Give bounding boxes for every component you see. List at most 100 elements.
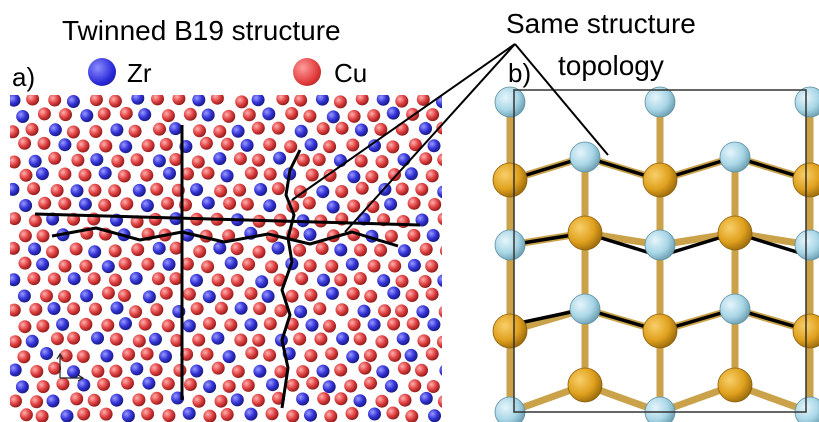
cu-atom bbox=[71, 153, 85, 167]
cu-atom bbox=[449, 140, 462, 153]
zr-atom bbox=[262, 107, 276, 121]
cu-atom bbox=[364, 289, 378, 303]
cu-atom bbox=[58, 290, 71, 303]
cu-atom bbox=[79, 259, 93, 273]
cu-atom bbox=[425, 287, 439, 301]
zr-atom bbox=[56, 317, 70, 331]
cu-atom bbox=[180, 257, 194, 271]
zr-atom bbox=[231, 124, 245, 138]
zr-atom bbox=[336, 332, 350, 346]
zr-atom bbox=[152, 241, 166, 255]
cu-atom bbox=[122, 347, 136, 361]
zr-atom bbox=[142, 376, 156, 390]
cu-atom bbox=[70, 392, 84, 406]
zr-atom bbox=[397, 153, 411, 167]
zr-atom bbox=[354, 123, 368, 137]
cu-atom bbox=[449, 347, 462, 360]
cu-atom bbox=[37, 136, 51, 150]
cu-atom bbox=[347, 199, 361, 213]
cu-atom bbox=[395, 182, 409, 196]
cu-atom bbox=[121, 376, 134, 390]
zr-atom bbox=[251, 95, 265, 107]
zr-atom bbox=[415, 213, 429, 227]
cu-atom bbox=[101, 286, 115, 300]
zr-atom bbox=[201, 108, 215, 122]
zr-atom bbox=[404, 348, 418, 362]
cu-atom bbox=[18, 320, 32, 334]
zr-atom bbox=[376, 95, 390, 106]
cu-atom bbox=[97, 107, 111, 121]
cu-atom bbox=[69, 242, 83, 256]
cu-atom bbox=[140, 168, 154, 182]
cu-atom bbox=[271, 121, 285, 135]
zr-atom bbox=[427, 139, 441, 153]
cu-atom bbox=[305, 168, 319, 182]
cu-atom bbox=[419, 152, 433, 166]
cu-atom bbox=[48, 95, 62, 107]
zr-atom bbox=[192, 95, 206, 107]
zr-atom bbox=[448, 290, 461, 303]
zr-atom bbox=[67, 272, 81, 286]
cu-atom bbox=[346, 287, 360, 301]
zr-atom bbox=[46, 394, 60, 408]
zr-atom bbox=[119, 140, 133, 154]
cu-atom bbox=[170, 334, 184, 347]
gold-atom bbox=[642, 313, 678, 349]
cu-atom bbox=[18, 136, 32, 150]
cu-atom bbox=[67, 302, 81, 316]
cu-atom bbox=[220, 287, 234, 301]
cu-atom bbox=[334, 273, 348, 287]
zr-atom bbox=[294, 124, 308, 138]
gold-atom bbox=[567, 367, 603, 403]
zr-atom bbox=[449, 378, 462, 391]
cu-atom bbox=[231, 365, 245, 378]
cu-atom bbox=[97, 377, 111, 391]
cu-atom bbox=[153, 122, 166, 136]
cu-atom bbox=[76, 139, 90, 153]
zr-atom bbox=[10, 363, 22, 377]
cu-atom bbox=[173, 363, 187, 377]
cu-atom bbox=[384, 229, 398, 243]
light-blue-atom bbox=[794, 86, 819, 118]
cu-atom bbox=[296, 365, 310, 379]
zr-atom bbox=[190, 273, 203, 287]
cu-atom bbox=[325, 347, 339, 361]
cu-atom bbox=[35, 409, 49, 422]
cu-atom bbox=[363, 349, 377, 362]
zr-atom bbox=[213, 241, 227, 255]
zr-atom bbox=[66, 95, 80, 108]
cu-atom bbox=[304, 288, 318, 302]
cu-atom bbox=[10, 212, 21, 226]
zr-atom bbox=[407, 258, 421, 272]
zr-atom bbox=[220, 169, 234, 183]
zr-atom bbox=[345, 257, 359, 271]
cu-atom bbox=[293, 243, 307, 257]
cu-atom bbox=[150, 182, 164, 196]
cu-atom bbox=[293, 185, 307, 199]
zr-atom bbox=[368, 407, 381, 421]
gold-atom bbox=[642, 162, 678, 198]
cu-atom bbox=[201, 166, 215, 180]
zr-atom bbox=[271, 241, 285, 255]
cu-atom bbox=[10, 303, 21, 317]
zr-atom bbox=[142, 290, 156, 304]
cu-atom bbox=[240, 197, 254, 211]
cu-atom bbox=[241, 378, 255, 392]
cu-atom bbox=[242, 257, 256, 271]
cu-atom bbox=[234, 333, 248, 347]
cu-atom bbox=[111, 154, 125, 168]
cu-atom bbox=[388, 259, 402, 273]
cu-atom bbox=[395, 95, 409, 108]
cu-atom bbox=[27, 272, 41, 286]
cu-atom bbox=[193, 124, 206, 138]
cu-atom bbox=[446, 228, 459, 241]
cu-atom bbox=[274, 365, 288, 379]
cu-atom bbox=[130, 215, 144, 229]
cu-atom bbox=[40, 289, 53, 303]
zr-atom bbox=[17, 289, 31, 303]
zr-atom bbox=[326, 200, 340, 214]
cu-atom bbox=[230, 242, 244, 256]
cu-atom bbox=[98, 198, 112, 212]
cu-atom bbox=[312, 153, 326, 167]
cu-atom bbox=[151, 272, 165, 286]
